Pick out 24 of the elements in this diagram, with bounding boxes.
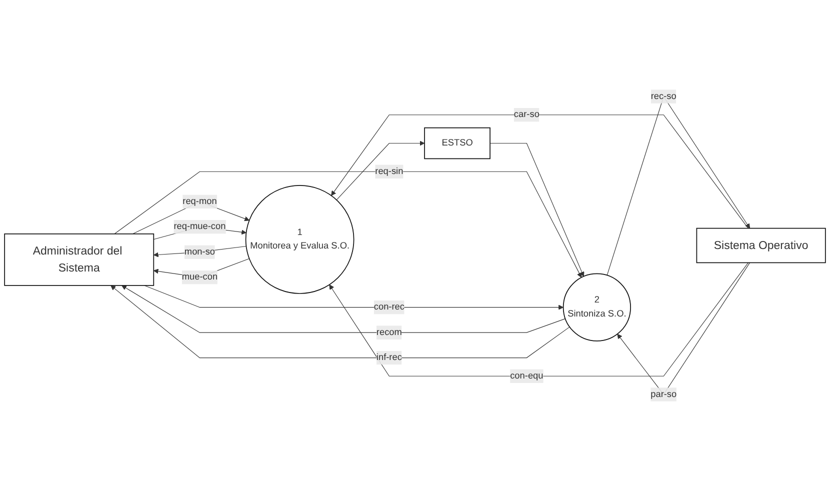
edge-label: con-rec <box>374 302 404 312</box>
arrow <box>144 285 564 310</box>
edge-label: req-sin <box>375 166 404 176</box>
arrow <box>329 262 749 376</box>
node-circle: 2 Sintoniza S.O. <box>562 273 631 342</box>
edge-label: con-equ <box>510 370 544 381</box>
edge-label: rec-so <box>650 91 676 102</box>
edge-label: req-mue-con <box>174 222 226 232</box>
node-box: Administrador del Sistema <box>4 233 154 286</box>
edge-label: car-so <box>514 110 540 120</box>
edge-label: par-so <box>650 389 677 400</box>
arrow <box>331 114 749 229</box>
node-circle: 1 Monitorea y Evalua S.O. <box>245 185 354 294</box>
edge-label: recom <box>376 327 402 338</box>
arrow <box>336 140 425 200</box>
arrow <box>122 285 566 333</box>
edge-label: req-mon <box>182 196 217 206</box>
edge-label: inf-rec <box>376 352 402 362</box>
edge-label: mue-con <box>182 272 218 282</box>
node-box: Sistema Operativo <box>696 228 826 264</box>
arrow <box>110 285 570 358</box>
node-box: ESTSO <box>424 127 490 160</box>
edge-label: mon-so <box>184 246 216 257</box>
arrow <box>490 142 584 277</box>
